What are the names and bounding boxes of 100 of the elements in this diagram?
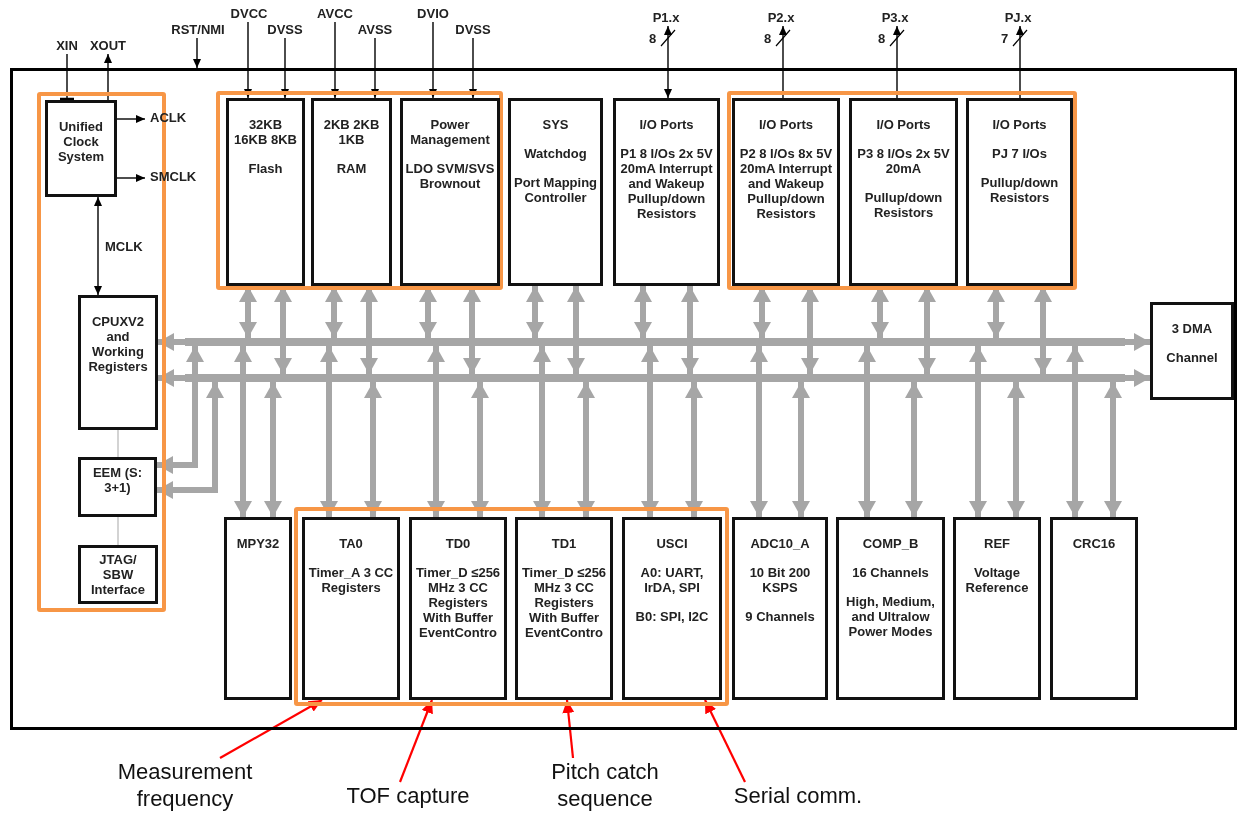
pin-label: AVCC: [313, 6, 357, 22]
bus-arrow: [685, 382, 703, 517]
module-block: [515, 517, 613, 700]
bus-arrow: [792, 382, 810, 517]
module-block: [45, 100, 117, 197]
bus-arrow: [577, 382, 595, 517]
bus-arrow: [567, 286, 585, 374]
block-text: MPY32: [235, 536, 281, 551]
block-text: I/O Ports: [757, 117, 815, 132]
bus-arrow: [526, 286, 544, 338]
edge-label: 8: [877, 32, 887, 46]
block-text: PJ 7 I/Os: [991, 146, 1048, 161]
block-text: 2KB 2KB 1KB: [322, 117, 381, 147]
bus-arrow: [427, 346, 445, 517]
block-text: REF: [983, 536, 1011, 551]
chip-outline: [10, 68, 1237, 730]
block-text: SYS: [541, 117, 570, 132]
block-text: P2 8 I/Os 8x 5V 20mA Interrupt and Wakeup Pullup/down Resistors: [738, 146, 834, 221]
arrow: [1016, 25, 1024, 99]
arrow: [398, 699, 434, 783]
block-text: CPUXV2 and Working Registers: [87, 314, 149, 374]
block-text: USCI: [655, 536, 689, 551]
module-block: [409, 517, 507, 700]
block-text: High, Medium, and Ultralow Power Modes: [845, 594, 936, 639]
pin-label: XOUT: [86, 38, 130, 54]
pin-label: DVSS: [452, 22, 494, 38]
block-text: Unified Clock System: [56, 119, 106, 164]
edge-label: 8: [763, 32, 773, 46]
bus-arrow: [320, 346, 338, 517]
arrow: [371, 37, 379, 99]
block-text: Port Mapping Controller: [513, 175, 598, 205]
bus-arrow: [1125, 333, 1150, 351]
module-block: [732, 517, 828, 700]
highlight-frame: [216, 91, 503, 290]
pin-label: AVSS: [354, 22, 396, 38]
pin-label: DVSS: [264, 22, 306, 38]
pin-label: P1.x: [646, 10, 686, 26]
block-text: ADC10_A: [749, 536, 811, 551]
arrow: [244, 21, 252, 99]
block-text: 32KB 16KB 8KB: [233, 117, 298, 147]
arrow: [331, 21, 339, 99]
block-text: 10 Bit 200 KSPS: [748, 565, 812, 595]
edge-label: 8: [648, 32, 658, 46]
arrow: [429, 21, 437, 99]
edge-label: MCLK: [104, 240, 144, 254]
block-text: Timer_A 3 CC Registers: [307, 565, 395, 595]
module-block: [849, 98, 958, 286]
arrow: [94, 196, 102, 296]
module-block: [1150, 302, 1234, 400]
block-text: P1 8 I/Os 2x 5V 20mA Interrupt and Wakeup Pullup/down Resistors: [619, 146, 714, 221]
module-block: [622, 517, 722, 700]
block-text: Channel: [1165, 350, 1219, 365]
callout-text: Measurement frequency: [90, 758, 280, 814]
block-text: 9 Channels: [744, 609, 816, 624]
block-text: EEM (S: 3+1): [91, 465, 144, 495]
arrow: [469, 37, 477, 99]
arrow: [281, 37, 289, 99]
arrow: [893, 25, 901, 99]
block-text: Pullup/down Resistors: [863, 190, 944, 220]
pin-label: DVIO: [412, 6, 454, 22]
block-text: A0: UART, IrDA, SPI: [639, 565, 705, 595]
module-block: [311, 98, 392, 286]
arrow: [704, 699, 746, 783]
arrow: [779, 25, 787, 99]
block-text: I/O Ports: [638, 117, 695, 132]
bus-arrow: [471, 382, 489, 517]
bus-arrow: [1066, 346, 1084, 517]
module-block: [953, 517, 1041, 700]
module-block: [732, 98, 840, 286]
block-text: 16 Channels: [851, 565, 930, 580]
block-text: TA0: [338, 536, 364, 551]
module-block: [400, 98, 500, 286]
module-block: [966, 98, 1073, 286]
bus-arrow: [157, 346, 204, 474]
bus-arrow: [158, 333, 185, 351]
arrow: [562, 699, 575, 759]
block-text: TD1: [550, 536, 578, 551]
highlight-frame: [294, 507, 729, 706]
pin-label: DVCC: [228, 6, 270, 22]
block-text: P3 8 I/Os 2x 5V 20mA: [856, 146, 951, 176]
module-block: [302, 517, 400, 700]
arrow: [193, 37, 201, 69]
block-text: B0: SPI, I2C: [634, 609, 710, 624]
block-text: Timer_D ≤256 MHz 3 CC Registers With Buffer EventContro: [414, 565, 502, 640]
pin-label: P3.x: [875, 10, 915, 26]
module-block: [78, 545, 158, 604]
pin-label: RST/NMI: [160, 22, 236, 38]
connector-line: [58, 53, 76, 101]
block-text: Flash: [247, 161, 284, 176]
module-block: [613, 98, 720, 286]
block-text: I/O Ports: [875, 117, 932, 132]
block-text: Timer_D ≤256 MHz 3 CC Registers With Buffer EventContro: [520, 565, 608, 640]
pin-label: XIN: [50, 38, 84, 54]
module-block: [1050, 517, 1138, 700]
module-block: [836, 517, 945, 700]
module-block: [224, 517, 292, 700]
callout-text: Serial comm.: [718, 782, 878, 814]
bus-arrow: [157, 382, 224, 499]
block-text: I/O Ports: [991, 117, 1048, 132]
bus-arrow: [1125, 369, 1150, 387]
